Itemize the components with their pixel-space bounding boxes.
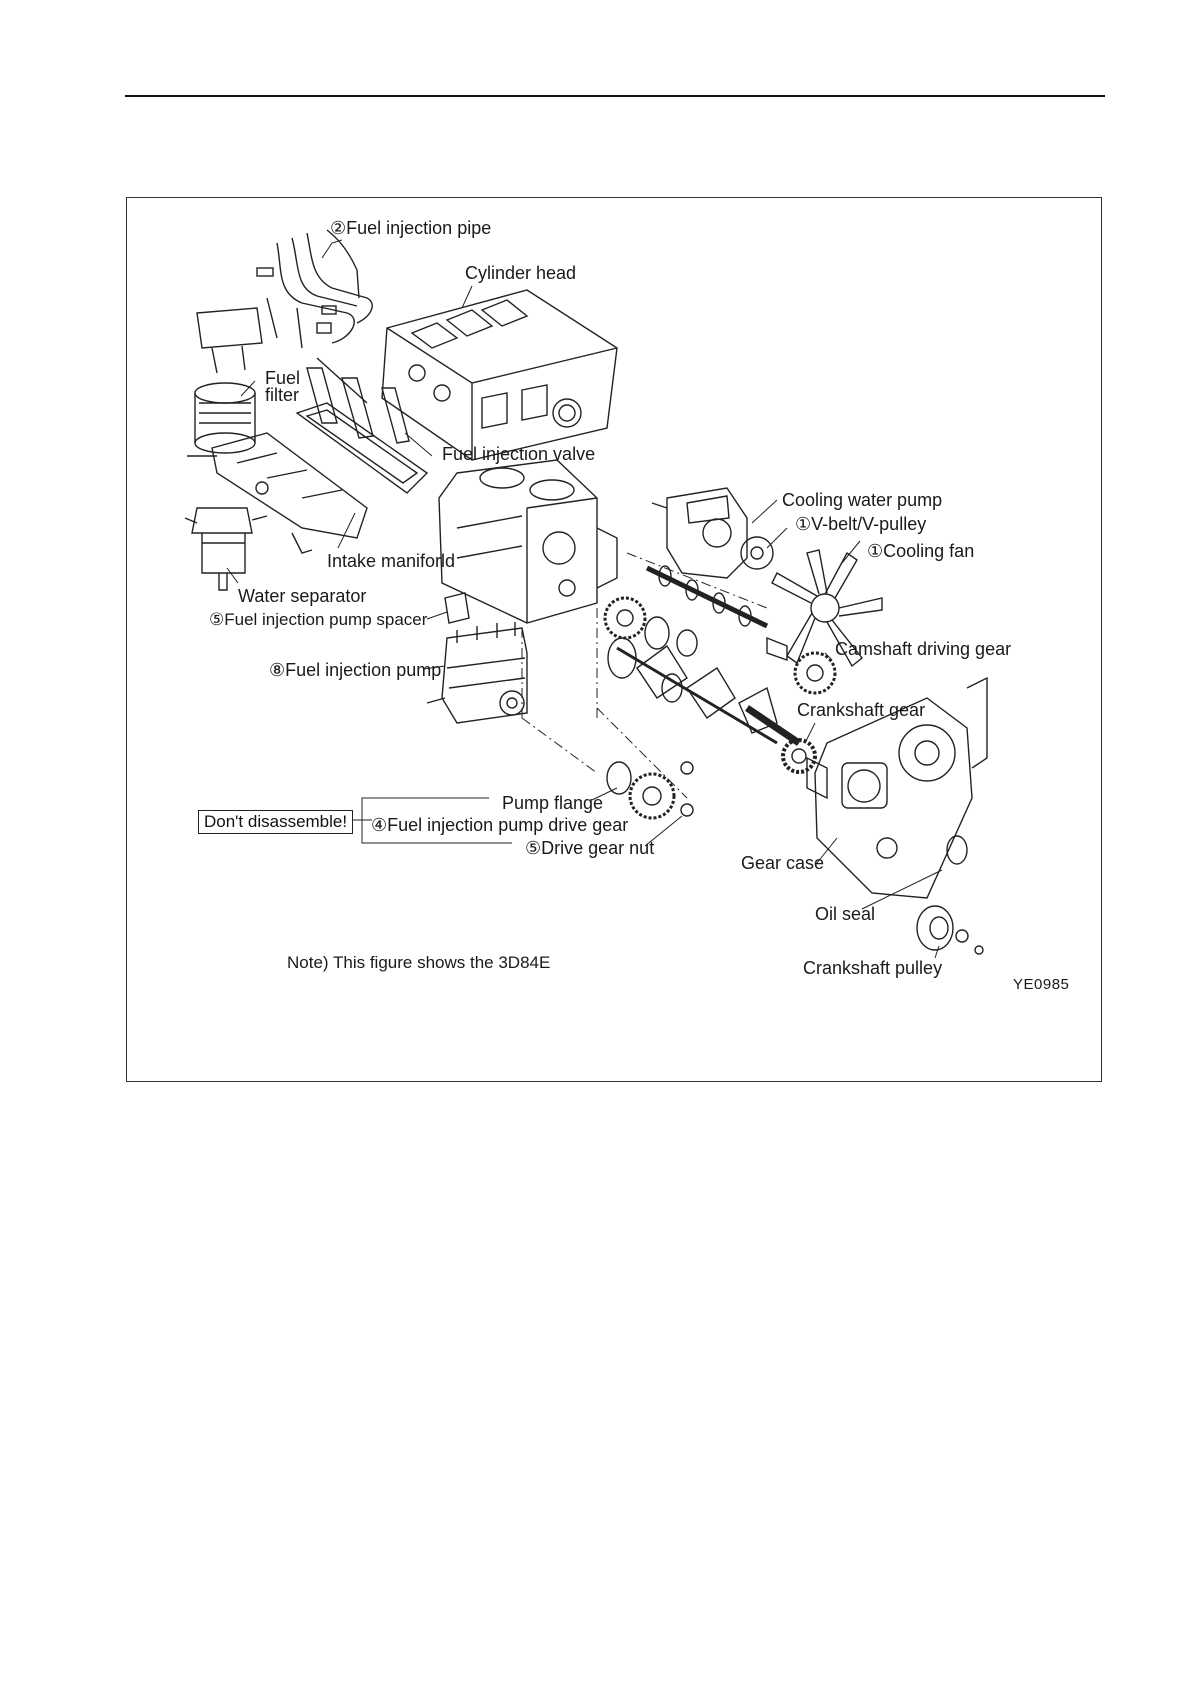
label-fuel-filter-line1: Fuel	[265, 368, 301, 388]
label-water-separator: Water separator	[238, 586, 367, 606]
water-separator-part	[184, 507, 268, 591]
camshaft-part	[645, 565, 769, 629]
cylinder-head-part	[381, 289, 618, 461]
leader-lines	[226, 239, 943, 959]
pump-spacer-part	[444, 592, 470, 624]
label-fuel-injection-pipe: ②Fuel injection pipe	[330, 218, 492, 238]
exploded-engine-drawing	[184, 229, 988, 959]
label-gear-case: Gear case	[741, 853, 825, 873]
dont-disassemble-box: Don't disassemble!	[198, 810, 354, 834]
label-cooling-water-pump: Cooling water pump	[782, 490, 943, 510]
label-intake-manifold: Intake maniforld	[327, 551, 456, 571]
figure-note: Note) This figure shows the 3D84E	[287, 953, 551, 972]
crankshaft-gear-part	[781, 738, 817, 774]
label-pump-spacer: ⑤Fuel injection pump spacer	[209, 610, 428, 629]
label-drive-gear-nut: ⑤Drive gear nut	[525, 838, 655, 858]
camshaft-driving-gear-part	[793, 651, 837, 695]
crankshaft-pulley-part	[916, 905, 984, 955]
label-crankshaft-pulley: Crankshaft pulley	[803, 958, 943, 978]
head-gasket-part	[295, 402, 429, 494]
label-camshaft-driving-gear: Camshaft driving gear	[835, 639, 1012, 659]
gear-case-part	[806, 676, 988, 899]
label-pump-drive-gear: ④Fuel injection pump drive gear	[371, 815, 629, 835]
cooling-fan-part	[771, 549, 883, 668]
label-fuel-filter-line2: filter	[265, 385, 300, 405]
pump-flange-part	[606, 761, 632, 795]
label-oil-seal: Oil seal	[815, 904, 876, 924]
label-fuel-injection-valve: Fuel injection valve	[442, 444, 596, 464]
intake-manifold-part	[187, 432, 368, 554]
label-cooling-fan: ①Cooling fan	[867, 541, 975, 561]
label-fuel-injection-pump: ⑧Fuel injection pump	[269, 660, 442, 680]
cooling-water-pump-part	[651, 487, 774, 579]
oil-seal-part	[946, 835, 968, 865]
figure-code: YE0985	[1013, 976, 1070, 993]
label-crankshaft-gear: Crankshaft gear	[797, 700, 926, 720]
cylinder-block-part	[438, 459, 618, 624]
fuel-injection-valve-part	[306, 357, 410, 444]
fuel-injection-pump-part	[426, 622, 528, 724]
fuel-filter-part	[194, 307, 263, 454]
label-v-belt-v-pulley: ①V-belt/V-pulley	[795, 514, 927, 534]
pump-drive-gear-part	[628, 772, 676, 820]
figure-frame: ②Fuel injection pipe Cylinder head Fuel …	[126, 197, 1102, 1082]
fuel-injection-pipe-part	[256, 229, 373, 349]
header-rule	[125, 95, 1105, 97]
label-pump-flange: Pump flange	[502, 793, 604, 813]
crankshaft-part	[607, 637, 801, 746]
camshaft-gear-left-part	[603, 596, 647, 640]
label-cylinder-head: Cylinder head	[465, 263, 577, 283]
drive-gear-nut-part	[680, 803, 694, 817]
